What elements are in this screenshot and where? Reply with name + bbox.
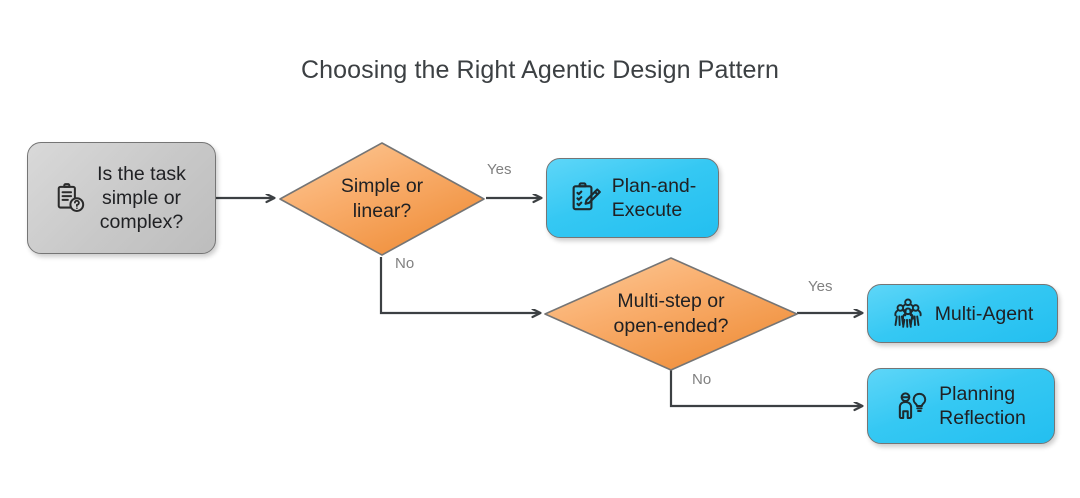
node-start[interactable]: Is the task simple or complex? [27,142,216,254]
people-group-icon [890,296,926,332]
edge-label-decision2-no: No [692,371,712,388]
node-start-label: Is the task simple or complex? [97,163,186,233]
node-planning-reflection[interactable]: Planning Reflection [867,368,1055,444]
node-decision2[interactable]: Multi-step or open-ended? [543,256,799,372]
edge-label-decision1-no: No [395,255,415,272]
page-title: Choosing the Right Agentic Design Patter… [300,56,779,84]
node-planning-reflection-label: Planning Reflection [939,383,1026,429]
clipboard-question-icon [53,181,87,215]
edge-label-decision2-yes: Yes [808,278,833,295]
node-plan-and-execute[interactable]: Plan-and- Execute [546,158,719,238]
node-multi-agent[interactable]: Multi-Agent [867,284,1058,343]
clipboard-pencil-icon [567,180,603,216]
person-lightbulb-icon [894,388,930,424]
node-plan-and-execute-label: Plan-and- Execute [611,175,697,221]
edge-label-decision1-yes: Yes [487,161,512,178]
node-multi-agent-label: Multi-Agent [934,302,1034,325]
node-decision1[interactable]: Simple or linear? [278,141,486,257]
